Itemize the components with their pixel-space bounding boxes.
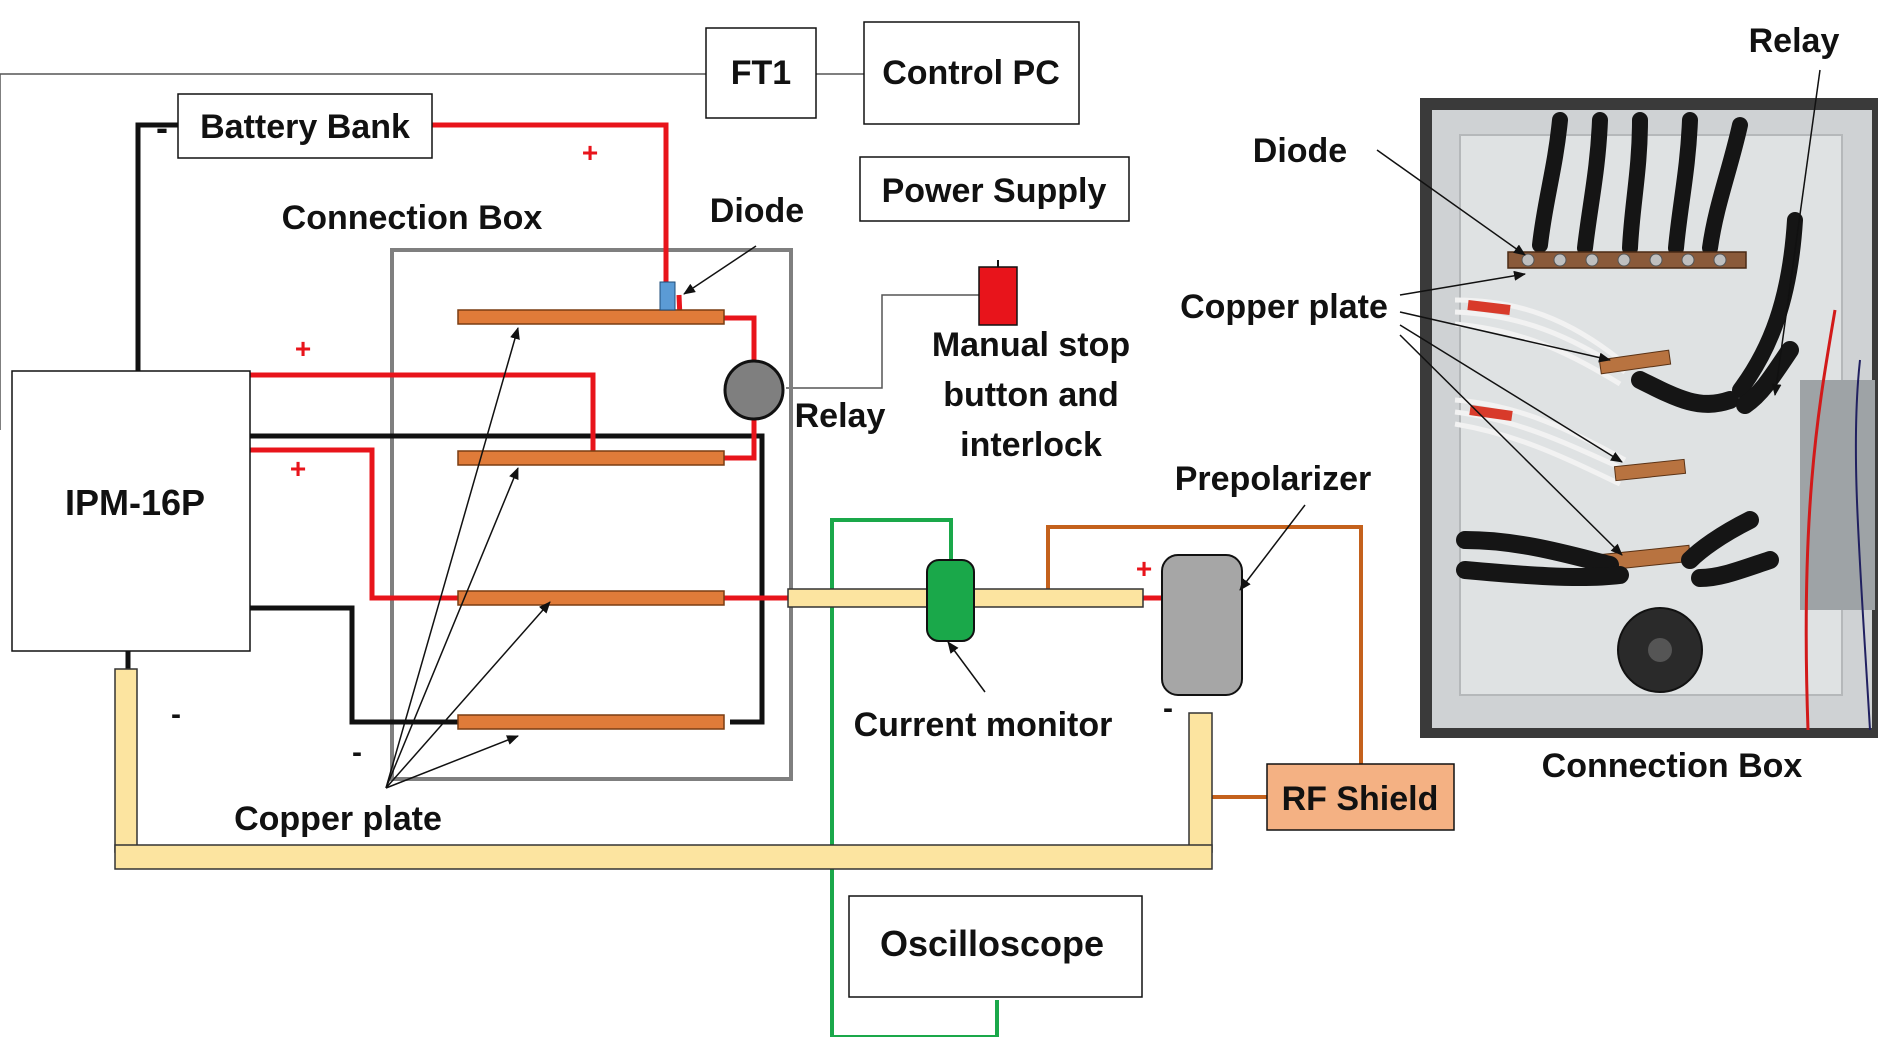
relay-symbol <box>723 359 785 421</box>
ipm-positive-wire-1 <box>250 372 596 456</box>
relay-control-wire <box>786 294 979 389</box>
photo-copper-plate-arrow-3 <box>1399 324 1623 463</box>
monitor-cable <box>830 518 999 1037</box>
bottom-return-busbar <box>114 844 1213 870</box>
copper-plate-label: Copper plate <box>234 800 442 838</box>
pointer-arrows <box>385 245 1306 789</box>
diode-label: Diode <box>710 192 804 230</box>
labels: FT1 Control PC Battery Bank Connection B… <box>65 54 1438 964</box>
copper-plate-2 <box>457 450 725 466</box>
rf-shield-box <box>1266 763 1455 831</box>
copper-plate-arrow-3 <box>385 601 551 789</box>
control-pc-box <box>863 21 1080 125</box>
oscilloscope-box <box>848 895 1143 998</box>
connection-box-photo <box>1420 98 1878 738</box>
current-monitor-arrow <box>947 641 986 693</box>
shield-wiring <box>1046 525 1363 799</box>
power-supply-box <box>859 156 1130 222</box>
rf-shield-label: RF Shield <box>1282 780 1439 818</box>
polarity-signs: + - + + - - + - <box>156 107 1173 769</box>
relay-label: Relay <box>795 397 886 435</box>
prepolarizer-minus-sign: - <box>1163 692 1173 725</box>
copper-plate-4 <box>457 714 725 730</box>
prepolarizer-arrow <box>1239 504 1306 591</box>
prepolarizer-plus-sign: + <box>1136 553 1152 584</box>
diode-symbol <box>659 281 676 311</box>
photo-relay-label: Relay <box>1749 22 1840 60</box>
photo-copper-plate-label: Copper plate <box>1180 288 1388 326</box>
control-pc-label: Control PC <box>882 54 1060 92</box>
prepolarizer-symbol <box>1161 554 1243 696</box>
relay-plate-wire <box>724 420 757 461</box>
ipm-label: IPM-16P <box>65 482 205 523</box>
positive-wiring <box>250 122 1162 601</box>
boxes <box>11 21 1143 998</box>
photo-pointer-lines <box>1376 69 1821 556</box>
shield-busbar-wire <box>1046 525 1363 764</box>
photo-copper-plate-arrow-2 <box>1399 311 1611 363</box>
diode-arrow <box>683 245 757 295</box>
signal-wiring <box>0 73 979 430</box>
connection-box-outline <box>390 248 793 781</box>
battery-plus-sign: + <box>582 137 598 168</box>
manual-stop-label-line3: interlock <box>960 426 1102 464</box>
copper-plate-1 <box>457 309 725 325</box>
ipm-plus-sign-2: + <box>290 453 306 484</box>
copper-plate-arrow-1 <box>385 327 520 789</box>
manual-stop-label-line2: button and <box>943 376 1119 414</box>
battery-negative-wire <box>135 122 765 725</box>
oscilloscope-label: Oscilloscope <box>880 923 1104 964</box>
stop-button-symbol <box>978 266 1018 326</box>
copper-plate-3 <box>457 590 725 606</box>
left-return-busbar <box>114 668 138 853</box>
diode-relay-wire <box>676 294 757 360</box>
manual-stop-label-line1: Manual stop <box>932 326 1130 364</box>
ft1-label: FT1 <box>731 54 791 92</box>
battery-minus-sign: - <box>156 107 168 148</box>
photo-side-panel <box>1800 380 1875 610</box>
right-return-busbar <box>1188 712 1213 853</box>
photo-relay-arrow <box>1771 69 1821 396</box>
ipm-plus-sign-1: + <box>295 333 311 364</box>
busbars <box>114 588 1213 870</box>
copper-plate-arrow-2 <box>385 467 519 789</box>
plate-minus-sign: - <box>352 736 362 769</box>
photo-connection-box-label: Connection Box <box>1542 747 1803 785</box>
copper-plate-arrow-4 <box>385 735 519 789</box>
power-supply-label: Power Supply <box>882 172 1107 210</box>
prepolarizer-label: Prepolarizer <box>1175 460 1372 498</box>
copper-plates <box>457 309 725 730</box>
battery-bank-label: Battery Bank <box>200 108 410 146</box>
ipm-minus-sign: - <box>171 698 181 731</box>
ipm-positive-wire-2 <box>250 447 458 601</box>
ft1-box <box>705 27 817 119</box>
photo-diode-label: Diode <box>1253 132 1347 170</box>
photo-diode-arrow <box>1376 149 1526 256</box>
battery-bank-box <box>177 93 433 159</box>
connection-box-label: Connection Box <box>282 199 543 237</box>
photo-copper-plate-arrow-1 <box>1399 270 1526 296</box>
photo-labels: Relay Diode Copper plate Connection Box <box>1180 22 1839 785</box>
battery-positive-wire <box>432 122 669 282</box>
ft1-signal-wire <box>0 73 706 430</box>
current-monitor-symbol <box>926 559 975 642</box>
current-monitor-label: Current monitor <box>854 706 1113 744</box>
photo-copper-plate-arrow-4 <box>1399 334 1623 556</box>
ipm-box <box>11 370 251 652</box>
